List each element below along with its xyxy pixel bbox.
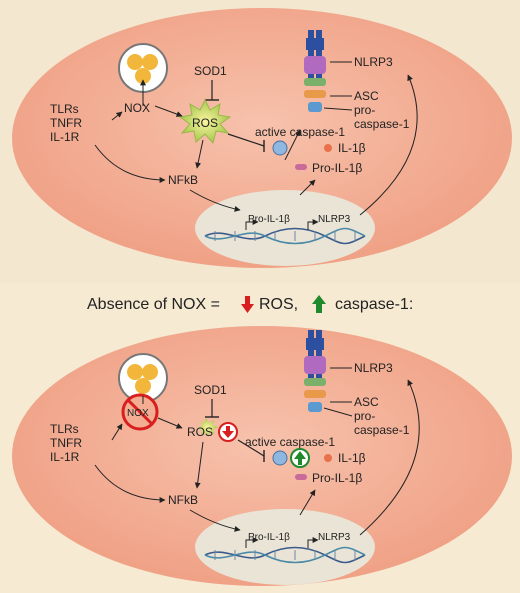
ros-small-burst-icon <box>197 418 218 437</box>
receptor-to-nox-arrow-bottom <box>111 423 123 441</box>
ros-to-nfkb-arrow-top <box>195 139 204 169</box>
nlrp3-receptor-top <box>304 30 326 112</box>
up-arrow-icon <box>312 295 326 313</box>
ros-burst-icon-top <box>178 98 232 145</box>
pro-il1b-icon-top <box>295 164 307 170</box>
il1b-dot-icon-top <box>324 144 332 152</box>
nucleus-top <box>195 190 375 266</box>
nlrp3-label-bottom: NLRP3 <box>354 361 393 375</box>
pro-il1b-label-top: Pro-IL-1β <box>312 161 362 175</box>
promoter-arrow-1-top <box>245 219 259 230</box>
pro-caspase-label-line1-top: pro- <box>354 103 375 117</box>
asc-label-bottom: ASC <box>354 395 379 409</box>
pro-caspase-pointer-bottom <box>323 407 353 417</box>
ros-inhibit-line-bottom <box>237 439 265 457</box>
pro-caspase-label-line2-bottom: caspase-1 <box>354 423 410 437</box>
nfkb-to-nucleus-arrow-bottom <box>189 509 241 532</box>
nlrp3-receptor-bottom <box>304 330 326 412</box>
nox-blocked-icon <box>121 393 159 431</box>
receptor-label-il1r-bottom: IL-1R <box>50 450 80 464</box>
receptor-label-tnfr-top: TNFR <box>50 116 82 130</box>
heading-part1: Absence of NOX = <box>87 296 220 313</box>
promoter-arrow-1-bottom <box>245 537 259 548</box>
gene-pro-il1b-label-top: Pro-IL-1β <box>248 214 290 225</box>
gene-nlrp3-label-bottom: NLRP3 <box>318 532 351 543</box>
pro-caspase-label-line1-bottom: pro- <box>354 409 375 423</box>
procaspase-activation-arrow-top <box>284 129 301 161</box>
receptor-to-nox-arrow-top <box>111 111 123 121</box>
bottom-panel: Absence of NOX = ROS, caspase-1: Pro-IL-… <box>0 286 520 593</box>
pro-il1b-label-bottom: Pro-IL-1β <box>312 471 362 485</box>
ros-to-nfkb-arrow-bottom <box>194 441 204 489</box>
nucleus-bottom <box>195 509 375 585</box>
receptor-to-nfkb-arrow-top <box>94 144 166 183</box>
top-panel: Pro-IL-1β NLRP3 TLRs TNFR IL-1R NOX SOD1… <box>0 0 520 283</box>
pro-caspase-pointer-top <box>323 107 353 111</box>
ros-down-circle-icon <box>218 422 238 442</box>
ros-label-bottom: ROS <box>187 425 213 439</box>
sod1-label-top: SOD1 <box>194 64 227 78</box>
receptor-label-il1r-top: IL-1R <box>50 130 80 144</box>
nox-label-bottom: NOX <box>127 408 149 419</box>
caspase-up-circle-icon <box>290 448 310 468</box>
active-caspase-icon-top <box>272 140 288 156</box>
vesicle-icon-bottom <box>118 353 168 403</box>
ros-inhibit-line-top <box>227 133 265 147</box>
nlrp3-label-top: NLRP3 <box>354 55 393 69</box>
gene-to-pro-il1b-arrow-bottom <box>299 489 316 516</box>
nfkb-label-top: NFkB <box>168 173 198 187</box>
active-caspase-1-label-top: active caspase-1 <box>255 125 345 139</box>
dna-helix-bottom <box>204 546 366 564</box>
nfkb-to-nucleus-arrow-top <box>189 189 241 212</box>
il1b-label-top: IL-1β <box>338 141 366 155</box>
asc-label-top: ASC <box>354 89 379 103</box>
pro-caspase-label-line2-top: caspase-1 <box>354 117 410 131</box>
down-arrow-icon <box>241 296 254 313</box>
receptor-label-tnfr-bottom: TNFR <box>50 436 82 450</box>
promoter-arrow-2-top <box>307 219 319 230</box>
il1b-label-bottom: IL-1β <box>338 451 366 465</box>
gene-nlrp3-label-top: NLRP3 <box>318 214 351 225</box>
receptor-label-tlrs-top: TLRs <box>50 102 79 116</box>
nfkb-label-bottom: NFkB <box>168 493 198 507</box>
heading-caspase: caspase-1: <box>335 296 413 313</box>
gene-to-nlrp3-arrow-top <box>359 74 418 216</box>
promoter-arrow-2-bottom <box>307 537 319 548</box>
nox-to-ros-arrow-bottom <box>157 417 183 429</box>
nox-label-top: NOX <box>124 101 150 115</box>
il1b-dot-icon-bottom <box>324 454 332 462</box>
receptor-to-nfkb-arrow-bottom <box>94 464 166 503</box>
gene-pro-il1b-label-bottom: Pro-IL-1β <box>248 532 290 543</box>
receptor-label-tlrs-bottom: TLRs <box>50 422 79 436</box>
dna-helix-top <box>204 227 366 245</box>
active-caspase-icon-bottom <box>272 450 288 466</box>
gene-to-pro-il1b-arrow-top <box>299 179 316 196</box>
gene-to-nlrp3-arrow-bottom <box>359 379 420 536</box>
ros-label-top: ROS <box>192 116 218 130</box>
pro-il1b-icon-bottom <box>295 474 307 480</box>
active-caspase-1-label-bottom: active caspase-1 <box>245 435 335 449</box>
nox-to-ros-arrow-top <box>154 105 183 117</box>
sod1-label-bottom: SOD1 <box>194 383 227 397</box>
vesicle-icon-top <box>118 43 168 93</box>
heading-ros: ROS, <box>259 296 298 313</box>
